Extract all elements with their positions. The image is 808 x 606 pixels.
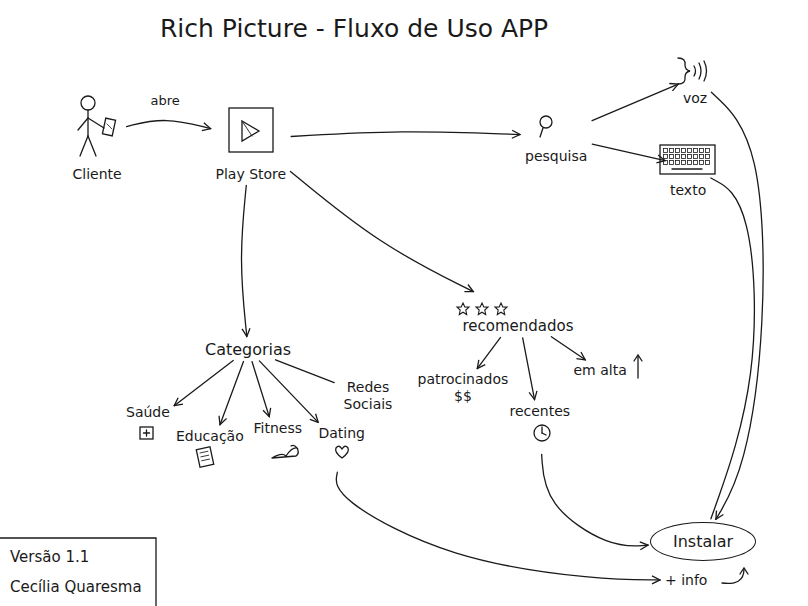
node-text: + info xyxy=(665,572,707,589)
book-icon xyxy=(196,447,213,468)
connector xyxy=(290,171,473,291)
node-text: $$ xyxy=(418,388,509,405)
recommend-item: patrocinados$$ xyxy=(416,371,511,405)
rating-stars xyxy=(457,303,507,315)
connector xyxy=(336,472,660,580)
connector xyxy=(291,132,520,137)
search-node: pesquisa xyxy=(523,108,589,165)
title: Rich Picture - Fluxo de Uso APP xyxy=(160,14,548,43)
version-note: Versão 1.1 xyxy=(10,548,89,566)
node-text: Redes Sociais xyxy=(339,379,397,413)
node-text: texto xyxy=(670,182,706,199)
recommend-item: recentes xyxy=(508,403,573,452)
node-text: recomendados xyxy=(463,317,574,335)
install-oval: Instalar xyxy=(650,522,756,561)
store-node: Play Store xyxy=(214,96,289,183)
category-item: Redes Sociais xyxy=(337,379,399,413)
keyboard-icon xyxy=(660,145,715,174)
health-icon xyxy=(140,427,153,439)
node-text: patrocinados xyxy=(418,371,509,388)
connector xyxy=(592,144,665,161)
connector xyxy=(551,337,585,360)
connector xyxy=(711,178,755,519)
category-node: Categorias xyxy=(203,340,293,359)
clock-icon xyxy=(534,425,550,441)
channel-node: voz xyxy=(681,48,709,107)
connector xyxy=(242,185,247,336)
node-text: Categorias xyxy=(205,340,291,359)
client-figure xyxy=(78,96,116,156)
fitness-icon xyxy=(272,445,298,458)
connector xyxy=(592,84,678,121)
node-text: pesquisa xyxy=(525,148,587,165)
category-item: Dating xyxy=(317,425,368,470)
connector xyxy=(276,360,335,383)
version-note: Cecília Quaresma xyxy=(10,578,142,596)
connector xyxy=(711,92,763,519)
node-text: Instalar xyxy=(673,532,733,551)
connector xyxy=(127,121,211,129)
trend-arrow xyxy=(634,355,642,378)
edge-label: abre xyxy=(149,93,182,108)
info-node: + info xyxy=(663,572,709,589)
node-text: Play Store xyxy=(216,166,287,183)
node-text: Fitness xyxy=(254,420,303,437)
node-text: voz xyxy=(683,90,707,107)
heart-icon xyxy=(336,446,349,458)
connector xyxy=(220,361,244,424)
category-item: Saúde xyxy=(124,404,172,449)
node-text: Dating xyxy=(319,425,366,442)
version-box xyxy=(0,538,156,606)
connector xyxy=(542,454,648,546)
connector xyxy=(252,362,269,417)
recommend-item: em alta xyxy=(572,362,629,379)
node-text: recentes xyxy=(510,403,571,420)
connector xyxy=(174,361,233,406)
hook-arrow xyxy=(722,568,748,583)
search-icon xyxy=(540,116,552,137)
connector xyxy=(523,338,535,400)
node-text: Cliente xyxy=(73,166,122,183)
recommend-node: recomendados xyxy=(461,293,576,335)
node-text: Educação xyxy=(176,428,244,445)
category-item: Educação xyxy=(174,428,246,477)
node-text: em alta xyxy=(574,362,627,379)
voice-icon xyxy=(678,58,707,84)
connector xyxy=(477,337,500,368)
node-text: Saúde xyxy=(126,404,170,421)
playstore-icon xyxy=(229,108,273,152)
actor: Cliente xyxy=(71,86,124,183)
channel-node: texto xyxy=(668,134,708,199)
connector xyxy=(259,361,318,422)
category-item: Fitness xyxy=(252,420,305,469)
